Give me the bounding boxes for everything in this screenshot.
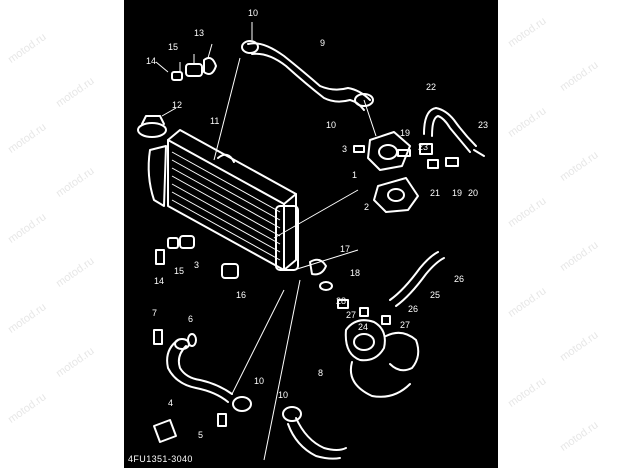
watermark: motod.ru (6, 211, 49, 246)
callout-4: 4 (168, 398, 173, 408)
lower-mount-hardware (155, 235, 239, 279)
diagram-panel: 10 9 13 15 14 12 11 10 3 1 2 19 23 22 23… (124, 0, 498, 468)
callout-18: 18 (350, 268, 360, 278)
callout-24: 24 (358, 322, 368, 332)
callout-14: 14 (146, 56, 156, 66)
watermark: motod.ru (54, 165, 97, 200)
callout-27: 27 (346, 310, 356, 320)
watermark: motod.ru (6, 391, 49, 426)
callout-5: 5 (198, 430, 203, 440)
watermark: motod.ru (506, 285, 549, 320)
watermark: motod.ru (506, 15, 549, 50)
watermark: motod.ru (54, 345, 97, 380)
callout-15: 15 (174, 266, 184, 276)
part-code: 4FU1351-3040 (128, 454, 193, 464)
callout-26: 26 (408, 304, 418, 314)
callout-1: 1 (352, 170, 357, 180)
callout-9: 9 (320, 38, 325, 48)
callout-11: 11 (210, 116, 219, 126)
pump-inlet-hose (263, 279, 347, 461)
callout-14: 14 (154, 276, 164, 286)
watermark: motod.ru (6, 121, 49, 156)
callout-12: 12 (172, 100, 182, 110)
watermark: motod.ru (558, 149, 601, 184)
watermark: motod.ru (558, 239, 601, 274)
callout-16: 16 (236, 290, 246, 300)
radiator (147, 129, 299, 271)
breather-hose (419, 107, 485, 169)
callout-17: 17 (340, 244, 350, 254)
watermark: motod.ru (506, 105, 549, 140)
watermark: motod.ru (558, 59, 601, 94)
callout-23: 23 (478, 120, 488, 130)
callout-20: 20 (468, 188, 478, 198)
callout-labels: 10 9 13 15 14 12 11 10 3 1 2 19 23 22 23… (146, 8, 488, 440)
watermark: motod.ru (558, 329, 601, 364)
callout-10: 10 (248, 8, 258, 18)
callout-26: 26 (454, 274, 464, 284)
lower-hose (153, 289, 285, 443)
water-pump (273, 189, 445, 398)
callout-22: 22 (426, 82, 436, 92)
watermark: motod.ru (506, 375, 549, 410)
upper-mount-hardware (155, 43, 217, 81)
watermark: motod.ru (6, 301, 49, 336)
radiator-cap (137, 107, 177, 138)
exploded-view-svg: 10 9 13 15 14 12 11 10 3 1 2 19 23 22 23… (128, 8, 488, 464)
callout-13: 13 (194, 28, 204, 38)
callout-8: 8 (318, 368, 323, 378)
callout-3: 3 (194, 260, 199, 270)
watermark: motod.ru (6, 31, 49, 66)
thermostat-housing (353, 99, 419, 213)
callout-27: 27 (400, 320, 410, 330)
callout-6: 6 (188, 314, 193, 324)
callout-10: 10 (326, 120, 336, 130)
callout-10: 10 (278, 390, 288, 400)
callout-23: 23 (418, 142, 428, 152)
callout-2: 2 (364, 202, 369, 212)
callout-10: 10 (254, 376, 264, 386)
callout-19: 19 (400, 128, 410, 138)
watermark: motod.ru (506, 195, 549, 230)
callout-15: 15 (168, 42, 178, 52)
watermark: motod.ru (558, 419, 601, 454)
callout-25: 25 (430, 290, 440, 300)
watermark: motod.ru (54, 255, 97, 290)
callout-3: 3 (342, 144, 347, 154)
callout-28: 28 (336, 296, 346, 306)
callout-21: 21 (430, 188, 440, 198)
callout-7: 7 (152, 308, 157, 318)
watermark: motod.ru (54, 75, 97, 110)
upper-hose (213, 22, 374, 161)
callout-19: 19 (452, 188, 462, 198)
